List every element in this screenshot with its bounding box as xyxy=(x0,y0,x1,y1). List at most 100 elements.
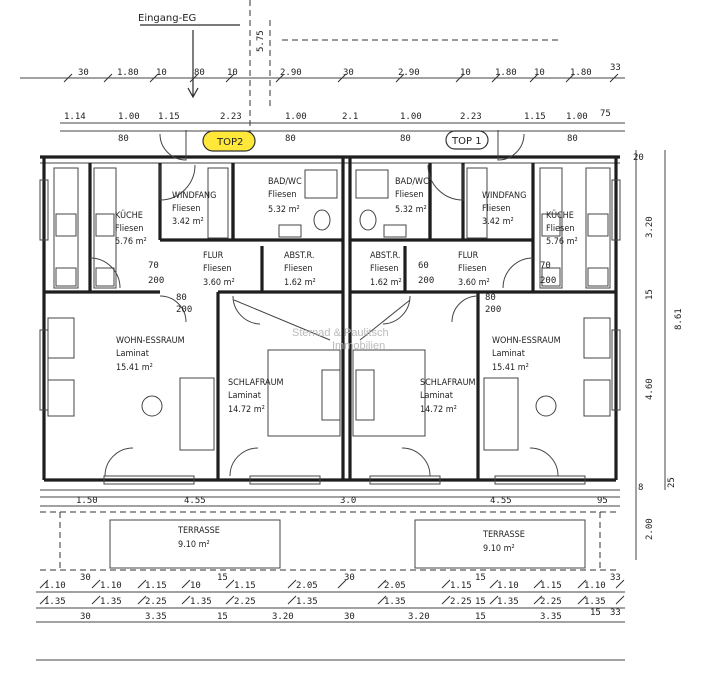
room-right-terrasse: TERRASSE 9.10 m² xyxy=(482,530,525,554)
room-floor: Laminat xyxy=(492,349,525,359)
dim-t2-2: 1.15 xyxy=(158,112,180,122)
watermark-line1: Sternad & Paulitsch xyxy=(292,327,389,339)
dim-t1-7: 2.90 xyxy=(398,68,420,78)
dim-r-1: 3.20 xyxy=(645,216,655,238)
room-left-windfang: WINDFANG Fliesen 3.42 m² xyxy=(172,191,216,227)
room-left-flur: FLUR Fliesen 3.60 m² xyxy=(203,251,235,288)
dim-t3-1: 80 xyxy=(285,134,296,144)
room-area: 9.10 m² xyxy=(483,544,515,554)
room-left-kueche: KÜCHE Fliesen 5.76 m² xyxy=(115,210,147,247)
dim-m-0: 1.50 xyxy=(76,496,98,506)
kitchen-fixtures xyxy=(53,167,611,289)
dim-t1-12: 33 xyxy=(610,63,621,73)
dim-b3-0: 30 xyxy=(80,612,91,622)
room-left-wohn: WOHN-ESSRAUM Laminat 15.41 m² xyxy=(116,336,185,373)
right-dimension-lines xyxy=(635,150,666,560)
dim-t2-10: 75 xyxy=(600,109,611,119)
dim-t3-3: 80 xyxy=(567,134,578,144)
dim-b2-7: 2.25 xyxy=(450,597,472,607)
dim-t2-6: 1.00 xyxy=(400,112,422,122)
room-floor: Fliesen xyxy=(172,204,200,214)
room-name: KÜCHE xyxy=(546,210,574,221)
room-right-bad: BAD/WC Fliesen 5.32 m² xyxy=(395,177,429,215)
dim-t3-2: 80 xyxy=(400,134,411,144)
dim-r-7: 2.00 xyxy=(645,518,655,540)
living-furniture xyxy=(47,317,611,451)
room-area: 5.32 m² xyxy=(268,205,300,215)
dim-b2-4: 2.25 xyxy=(234,597,256,607)
dim-b1-10: 1.15 xyxy=(450,581,472,591)
room-floor: Fliesen xyxy=(546,224,574,234)
room-floor: Fliesen xyxy=(284,264,312,274)
dim-b2-8: 15 xyxy=(475,597,486,607)
dim-b1-4: 10 xyxy=(190,581,201,591)
room-area: 5.32 m² xyxy=(395,205,427,215)
dim-t3-0: 80 xyxy=(118,134,129,144)
dim-t2-3: 2.23 xyxy=(220,112,242,122)
dim-b3-9: 33 xyxy=(610,608,621,618)
room-floor: Fliesen xyxy=(203,264,231,274)
dim-b3-1: 3.35 xyxy=(145,612,167,622)
room-left-abst: ABST.R. Fliesen 1.62 m² xyxy=(284,251,316,288)
room-area: 3.60 m² xyxy=(203,278,235,288)
room-right-wohn: WOHN-ESSRAUM Laminat 15.41 m² xyxy=(492,336,561,373)
room-area: 5.76 m² xyxy=(546,237,578,247)
windows xyxy=(39,179,621,485)
dim-r-0: 20 xyxy=(633,153,644,163)
dim-t2-5: 2.1 xyxy=(342,112,358,122)
bath-fixtures xyxy=(207,167,488,239)
dim-b2-0: 1.35 xyxy=(44,597,66,607)
top-dimension-lines xyxy=(20,0,625,150)
room-floor: Fliesen xyxy=(458,264,486,274)
room-name: ABST.R. xyxy=(370,251,400,261)
dim-t2-8: 1.15 xyxy=(524,112,546,122)
dim-t1-4: 10 xyxy=(227,68,238,78)
dim-t1-9: 1.80 xyxy=(495,68,517,78)
dim-b2-5: 1.35 xyxy=(296,597,318,607)
dim-m-2: 3.0 xyxy=(340,496,356,506)
room-right-schlaf: SCHLAFRAUM Laminat 14.72 m² xyxy=(420,378,476,415)
dim-b1-9: 2.05 xyxy=(384,581,406,591)
unit-label-left: TOP2 xyxy=(216,137,243,148)
dim-b3-7: 3.35 xyxy=(540,612,562,622)
unit-label-right: TOP 1 xyxy=(451,136,482,147)
room-name: WINDFANG xyxy=(172,191,216,201)
room-name: WOHN-ESSRAUM xyxy=(116,336,185,346)
room-name: TERRASSE xyxy=(482,530,525,540)
watermark: Sternad & Paulitsch Immobilien xyxy=(292,327,389,352)
bottom-dimension-lines xyxy=(36,591,625,661)
room-floor: Fliesen xyxy=(268,190,296,200)
dim-t1-5: 2.90 xyxy=(280,68,302,78)
room-name: BAD/WC xyxy=(268,177,302,187)
room-right-abst: ABST.R. Fliesen 1.62 m² xyxy=(370,251,402,288)
dim-b1-12: 1.10 xyxy=(497,581,519,591)
dim-b1-3: 1.15 xyxy=(145,581,167,591)
dim-b1-8: 30 xyxy=(344,573,355,583)
dim-b2-6: 1.35 xyxy=(384,597,406,607)
room-name: FLUR xyxy=(458,251,479,261)
room-left-terrasse: TERRASSE 9.10 m² xyxy=(177,526,220,550)
door-dim: 60 xyxy=(418,261,429,271)
unit-badge-top2: TOP2 xyxy=(202,130,256,152)
terrace-area xyxy=(40,511,620,571)
door-dim: 80 xyxy=(176,293,187,303)
dim-b3-3: 3.20 xyxy=(272,612,294,622)
room-name: BAD/WC xyxy=(395,177,429,187)
dim-b2-10: 2.25 xyxy=(540,597,562,607)
room-area: 15.41 m² xyxy=(116,363,153,373)
dim-b1-6: 1.15 xyxy=(234,581,256,591)
room-floor: Fliesen xyxy=(115,224,143,234)
room-name: SCHLAFRAUM xyxy=(420,378,476,388)
entrance-label: Eingang-EG xyxy=(138,13,196,24)
dim-b1-14: 1.10 xyxy=(584,581,606,591)
dim-m-1: 4.55 xyxy=(184,496,206,506)
room-floor: Laminat xyxy=(228,391,261,401)
room-area: 3.42 m² xyxy=(482,217,514,227)
room-area: 5.76 m² xyxy=(115,237,147,247)
dim-b2-3: 1.35 xyxy=(190,597,212,607)
door-dim: 200 xyxy=(148,276,164,286)
dim-t1-2: 10 xyxy=(156,68,167,78)
room-right-flur: FLUR Fliesen 3.60 m² xyxy=(458,251,490,288)
dim-r-6: 25 xyxy=(667,477,677,488)
room-right-kueche: KÜCHE Fliesen 5.76 m² xyxy=(546,210,578,247)
